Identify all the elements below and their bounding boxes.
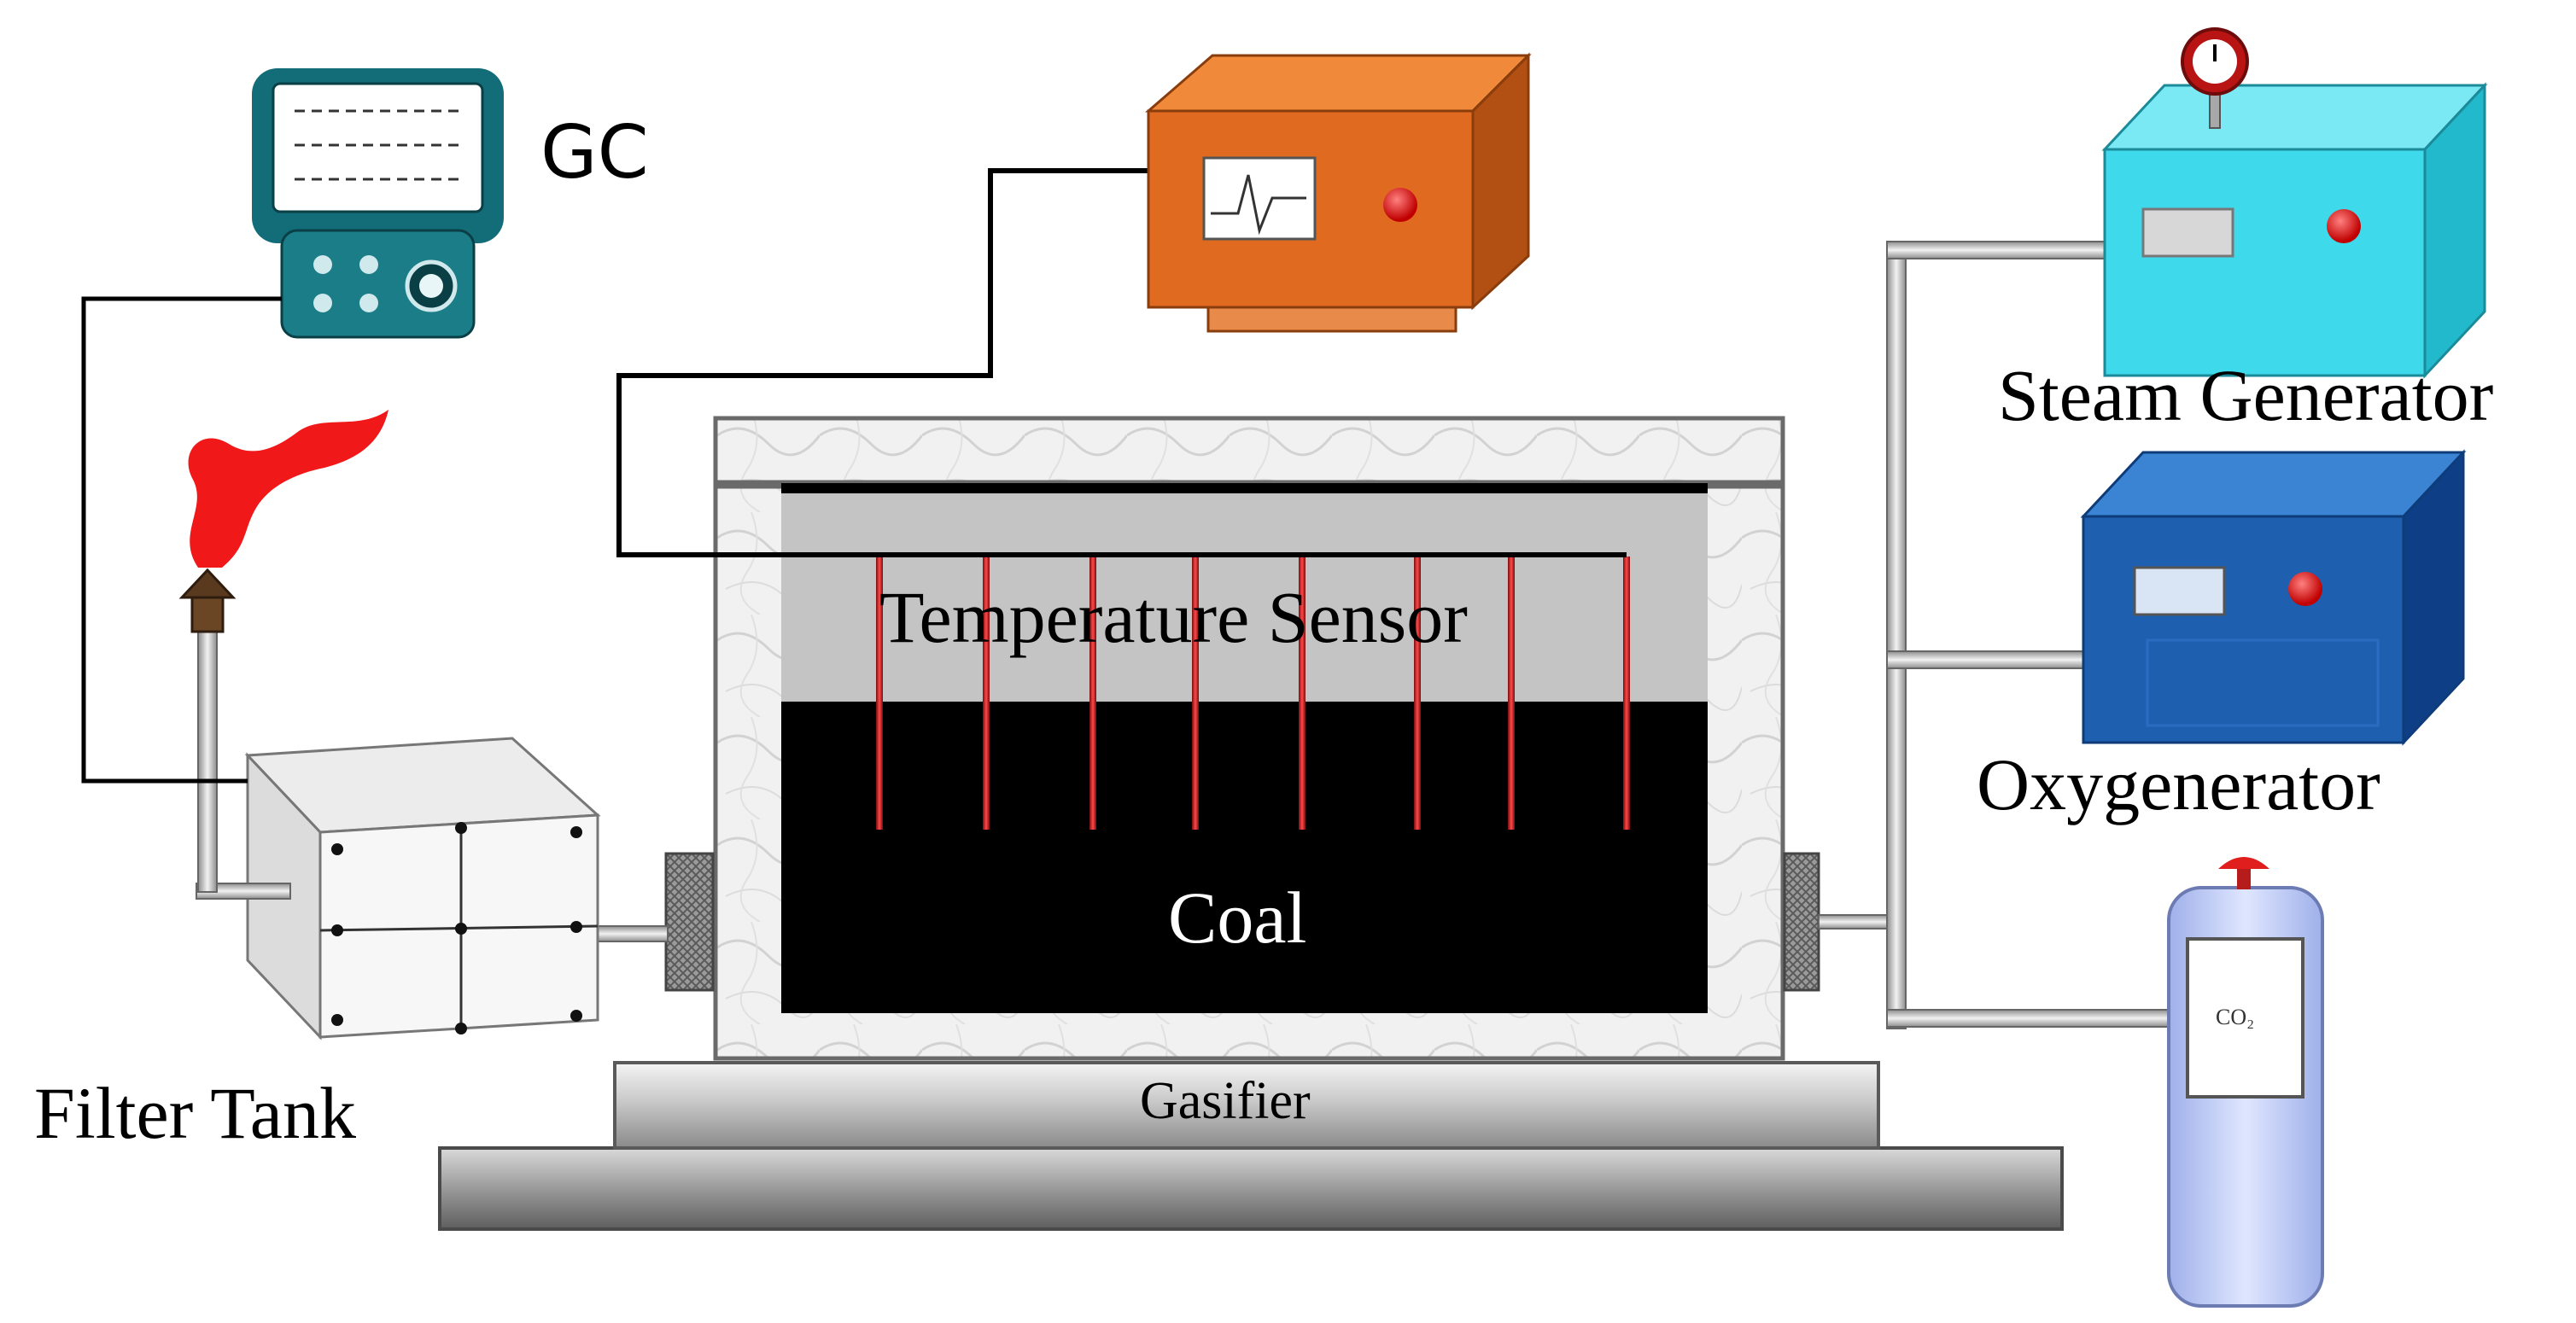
gc-cable — [81, 296, 282, 784]
flame-icon — [188, 410, 388, 568]
sensor-cable — [616, 168, 1627, 557]
co2-label: CO₂ — [2216, 1005, 2254, 1029]
gc-label: GC — [540, 110, 649, 195]
temperature-probe — [876, 557, 883, 830]
gas-layer — [781, 488, 1708, 702]
gc-instrument — [252, 68, 504, 339]
temperature-probe — [1623, 557, 1630, 830]
temperature-sensor-label: Temperature Sensor — [879, 576, 1468, 658]
coal-bed — [781, 702, 1708, 1013]
temperature-probe — [1192, 557, 1199, 830]
reactor-vessel — [713, 416, 1785, 1061]
temperature-sensor-probes — [876, 557, 1630, 830]
gasifier-label: Gasifier — [1140, 1072, 1311, 1130]
cylinder-valve-icon — [2218, 857, 2269, 869]
left-flange — [664, 852, 715, 992]
steam-generator — [2101, 27, 2488, 379]
gas-manifold — [1886, 241, 2170, 1029]
temperature-recorder — [1144, 52, 1532, 333]
recorder-indicator-icon — [1383, 188, 1417, 222]
coal-label: Coal — [1168, 877, 1306, 959]
gasifier-base — [438, 1061, 2064, 1231]
temperature-probe — [1414, 557, 1421, 830]
oxygenerator-label: Oxygenerator — [1977, 743, 2380, 825]
oxygen-indicator-icon — [2288, 572, 2322, 606]
exhaust-pipe — [178, 568, 291, 900]
outlet-pipe — [597, 925, 669, 942]
exhaust-cap-icon — [178, 568, 237, 599]
temperature-probe — [1508, 557, 1515, 830]
temperature-probe — [1089, 557, 1096, 830]
temperature-probe — [1299, 557, 1306, 830]
filter-tank — [244, 737, 601, 1040]
steam-indicator-icon — [2327, 209, 2361, 243]
steam-generator-label: Steam Generator — [1998, 354, 2493, 436]
right-flange — [1783, 852, 1820, 992]
temperature-probe — [983, 557, 990, 830]
oxygen-generator — [2080, 449, 2467, 746]
co2-cylinder — [2167, 857, 2324, 1308]
filter-tank-label: Filter Tank — [34, 1072, 356, 1154]
